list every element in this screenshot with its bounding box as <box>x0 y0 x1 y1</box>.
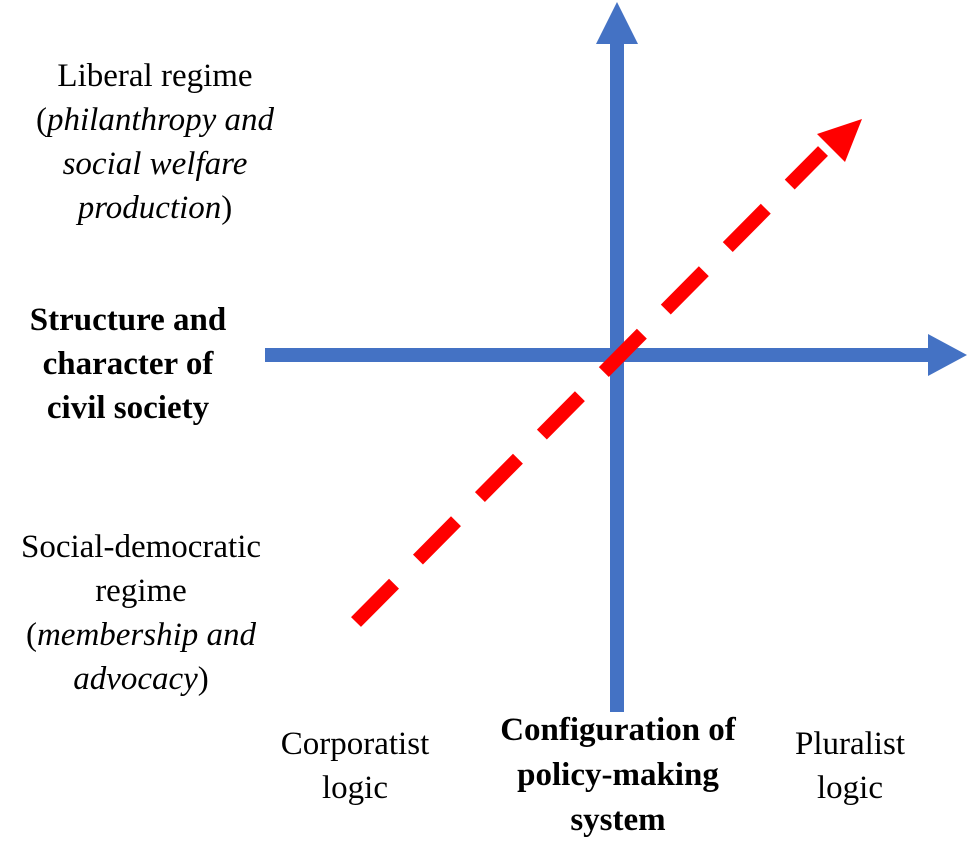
social-democratic-title-line-1: Social-democratic <box>20 529 262 565</box>
liberal-regime-desc-line-3: production) <box>0 186 310 230</box>
social-desc-part-2: advocacy <box>73 661 198 697</box>
liberal-desc-part-2: social welfare <box>62 146 248 182</box>
open-paren: ( <box>35 102 47 138</box>
pluralist-line-1: Pluralist <box>794 726 905 762</box>
social-democratic-desc-line-2: advocacy) <box>0 657 282 701</box>
social-democratic-desc-line-1: (membership and <box>0 613 282 657</box>
liberal-regime-title: Liberal regime <box>57 58 253 94</box>
close-paren: ) <box>221 190 233 226</box>
liberal-desc-part-1: philanthropy and <box>46 102 275 138</box>
y-axis-title: Structure and character of civil society <box>0 298 256 430</box>
trend-arrowhead-icon <box>817 119 862 162</box>
corporatist-logic-label: Corporatist logic <box>250 722 460 810</box>
close-paren: ) <box>197 661 209 697</box>
x-axis-title-line-3: system <box>570 802 666 838</box>
liberal-regime-desc-line-1: (philanthropy and <box>0 98 310 142</box>
trend-dashed-line <box>351 146 828 627</box>
liberal-regime-label: Liberal regime (philanthropy and social … <box>0 54 310 230</box>
social-democratic-regime-label: Social-democratic regime (membership and… <box>0 525 282 701</box>
liberal-desc-part-3: production <box>77 190 222 226</box>
social-democratic-title-line-2: regime <box>95 573 187 609</box>
pluralist-line-2: logic <box>817 770 883 806</box>
open-paren: ( <box>25 617 37 653</box>
pluralist-logic-label: Pluralist logic <box>770 722 930 810</box>
x-axis-title-line-2: policy-making <box>517 757 719 793</box>
x-axis-title: Configuration of policy-making system <box>468 708 768 843</box>
x-axis-title-line-1: Configuration of <box>500 712 736 748</box>
social-desc-part-1: membership and <box>36 617 257 653</box>
horizontal-axis-arrowhead-icon <box>928 334 967 376</box>
y-axis-title-line-3: civil society <box>46 390 210 426</box>
vertical-axis-arrowhead-icon <box>596 2 638 44</box>
y-axis-title-line-2: character of <box>42 346 214 382</box>
y-axis-title-line-1: Structure and <box>29 302 227 338</box>
corporatist-line-1: Corporatist <box>280 726 430 762</box>
corporatist-line-2: logic <box>322 770 388 806</box>
